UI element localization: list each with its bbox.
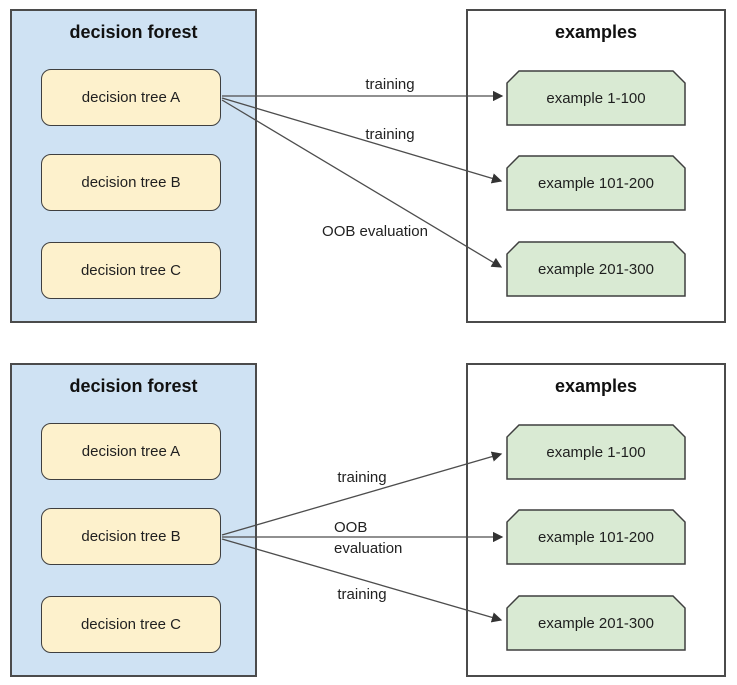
node-label: decision tree A bbox=[81, 89, 181, 106]
node-example-101-200: example 101-200 bbox=[506, 509, 686, 565]
panel-tree-b: decision forest decision tree A decision… bbox=[0, 354, 737, 685]
arrow-label-training-2: training bbox=[337, 586, 387, 603]
arrow-label-training-1: training bbox=[365, 76, 415, 93]
node-label: example 1-100 bbox=[546, 89, 646, 107]
decision-forest-title: decision forest bbox=[69, 22, 198, 42]
node-label: example 1-100 bbox=[546, 443, 646, 461]
arrow-label-oob-evaluation: OOB evaluation bbox=[322, 223, 428, 240]
node-label: example 101-200 bbox=[538, 174, 654, 192]
node-label: decision tree B bbox=[81, 174, 181, 191]
node-example-1-100: example 1-100 bbox=[506, 424, 686, 480]
arrow-label-training-1: training bbox=[337, 469, 387, 486]
arrow-label-oob-evaluation: OOB evaluation bbox=[334, 519, 403, 557]
example-plaque-shape bbox=[506, 241, 686, 297]
node-example-201-300: example 201-300 bbox=[506, 241, 686, 297]
node-decision-tree-b: decision tree B bbox=[41, 508, 221, 565]
example-plaque-shape bbox=[506, 595, 686, 651]
example-plaque-shape bbox=[506, 155, 686, 211]
node-label: decision tree A bbox=[81, 443, 181, 460]
arrow-label-training-2: training bbox=[365, 126, 415, 143]
node-decision-tree-a: decision tree A bbox=[41, 69, 221, 126]
node-decision-tree-a: decision tree A bbox=[41, 423, 221, 480]
node-decision-tree-b: decision tree B bbox=[41, 154, 221, 211]
node-label: decision tree C bbox=[80, 616, 182, 633]
node-label: example 201-300 bbox=[538, 260, 654, 278]
example-plaque-shape bbox=[506, 509, 686, 565]
node-decision-tree-c: decision tree C bbox=[41, 596, 221, 653]
examples-title: examples bbox=[554, 22, 638, 42]
node-example-101-200: example 101-200 bbox=[506, 155, 686, 211]
node-label: decision tree C bbox=[80, 262, 182, 279]
node-decision-tree-c: decision tree C bbox=[41, 242, 221, 299]
node-example-201-300: example 201-300 bbox=[506, 595, 686, 651]
panel-tree-a: decision forest decision tree A decision… bbox=[0, 0, 737, 331]
node-label: example 101-200 bbox=[538, 528, 654, 546]
decision-forest-title: decision forest bbox=[69, 376, 198, 396]
node-label: decision tree B bbox=[81, 528, 181, 545]
node-label: example 201-300 bbox=[538, 614, 654, 632]
node-example-1-100: example 1-100 bbox=[506, 70, 686, 126]
example-plaque-shape bbox=[506, 424, 686, 480]
examples-title: examples bbox=[554, 376, 638, 396]
example-plaque-shape bbox=[506, 70, 686, 126]
